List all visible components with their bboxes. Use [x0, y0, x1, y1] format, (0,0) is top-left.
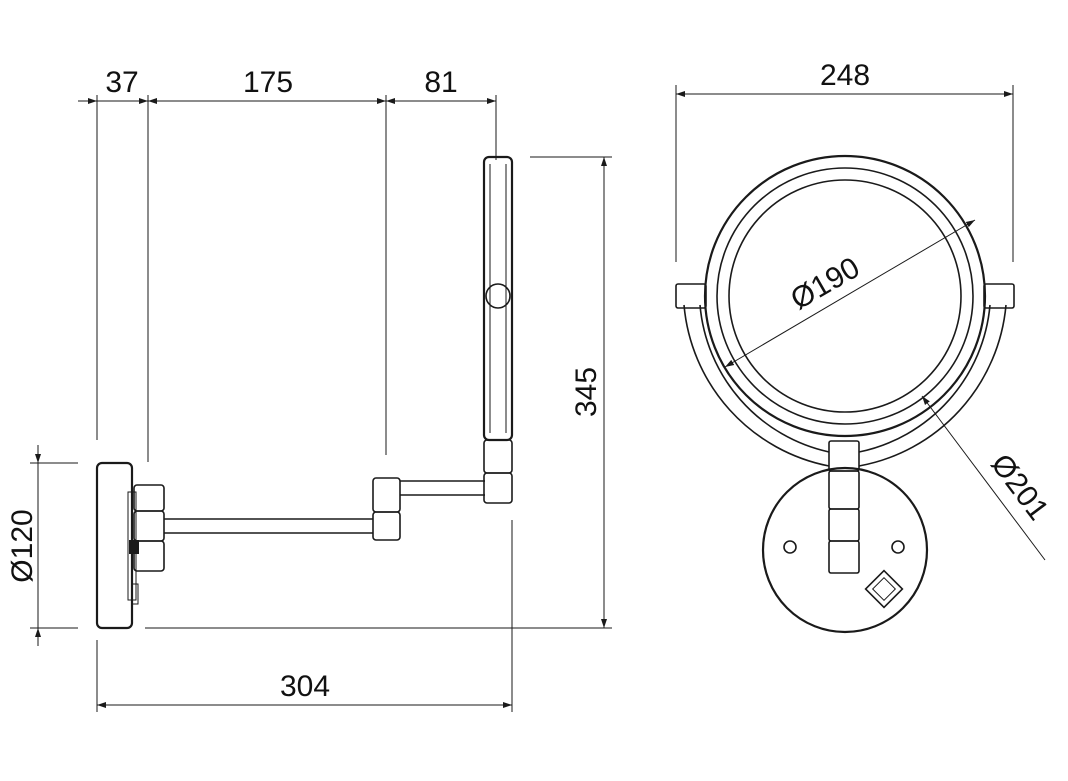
- dim-label-d190: Ø190: [785, 251, 865, 316]
- dim-label-81: 81: [424, 66, 457, 99]
- power-switch-icon: [864, 569, 904, 609]
- dim-label-d201: Ø201: [984, 448, 1055, 526]
- dim-label-248: 248: [820, 59, 870, 92]
- mirror-outer-ring: [703, 154, 987, 438]
- dim-label-175: 175: [243, 66, 293, 99]
- base-switch: [129, 540, 139, 554]
- wall-plate-disc: [761, 466, 929, 634]
- stem-joint-1: [828, 470, 860, 510]
- mirror-side-hinge-knob: [485, 283, 511, 309]
- stem-joint-top: [828, 440, 860, 472]
- front-view: 248 Ø190 Ø201: [675, 59, 1055, 634]
- yoke-inner-right: [858, 304, 991, 453]
- yoke-outer: [683, 304, 830, 467]
- elbow-joint-upper: [372, 477, 401, 513]
- yoke-inner: [699, 304, 830, 453]
- base-small-part: [131, 583, 139, 605]
- stem-joint-2: [828, 508, 860, 542]
- dim-label-345: 345: [570, 367, 603, 417]
- base-knuckle-low: [133, 540, 165, 572]
- base-knuckle-top: [133, 484, 165, 512]
- side-view: 37 175 81 345 Ø120 304: [6, 66, 612, 712]
- dim-label-37: 37: [105, 66, 138, 99]
- screw-hole-right: [891, 540, 905, 554]
- dim-line-d190: [724, 219, 976, 368]
- stem-joint-3: [828, 540, 860, 574]
- mirror-pivot-upper: [483, 439, 513, 474]
- dim-line-d201: [921, 395, 1046, 561]
- base-knuckle-mid: [133, 510, 165, 542]
- screw-hole-left: [783, 540, 797, 554]
- yoke-outer-right: [858, 304, 1007, 467]
- wall-base-plate: [95, 461, 134, 630]
- mirror-pivot-lower: [483, 472, 513, 504]
- pivot-stub-left: [675, 283, 707, 309]
- dim-label-d120: Ø120: [6, 509, 39, 582]
- elbow-joint-lower: [372, 511, 401, 541]
- mirror-side-profile: [482, 155, 514, 442]
- dim-label-304: 304: [280, 670, 330, 703]
- pivot-stub-right: [983, 283, 1015, 309]
